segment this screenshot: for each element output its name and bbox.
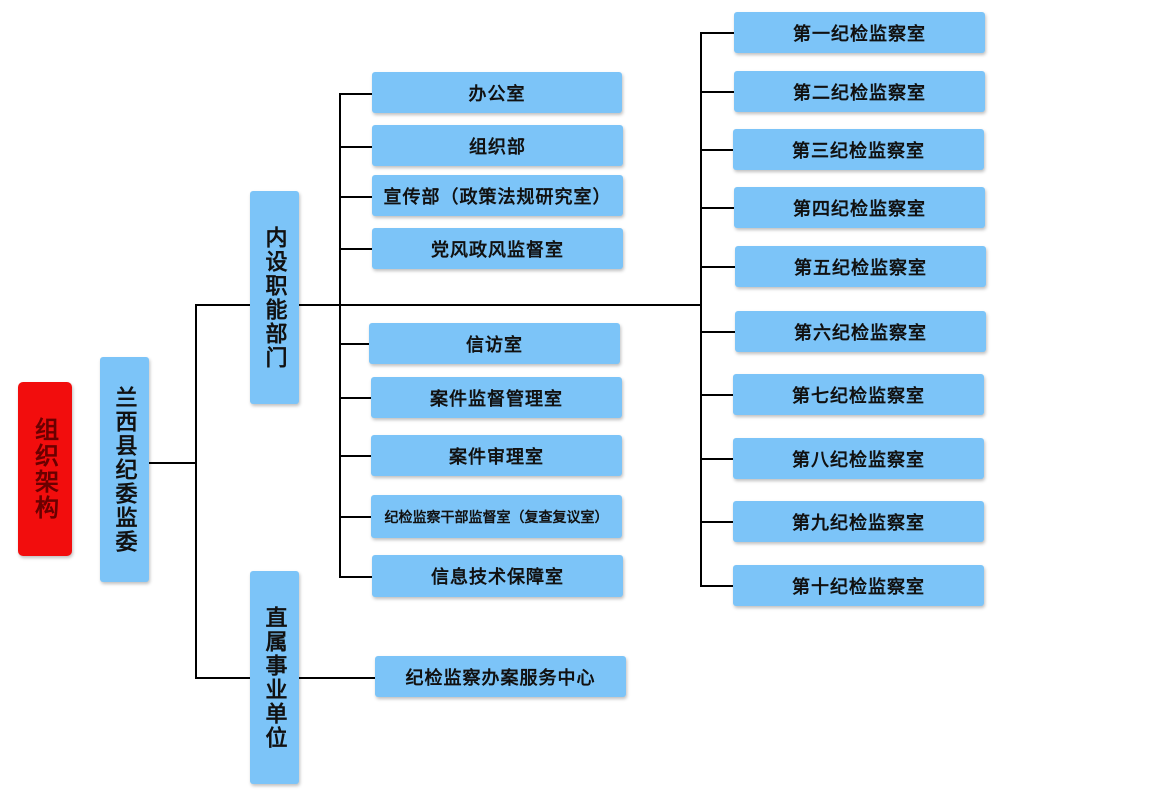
root-node: 组织架构 <box>18 382 72 556</box>
tick-department <box>339 146 372 148</box>
connector-inspection-vertical <box>700 32 702 587</box>
county-node: 兰西县纪委监委 <box>100 357 149 582</box>
tick-inspection-room <box>700 521 734 523</box>
inspection-room-6: 第六纪检监察室 <box>735 311 986 352</box>
tick-inspection-room <box>700 149 734 151</box>
inspection-room-4: 第四纪检监察室 <box>734 187 985 228</box>
department-cadre-supervision: 纪检监察干部监督室（复查复议室） <box>371 495 622 538</box>
tick-inspection-room <box>700 394 734 396</box>
inspection-room-8: 第八纪检监察室 <box>733 438 984 479</box>
department-organization: 组织部 <box>372 125 623 166</box>
department-petition: 信访室 <box>369 323 620 364</box>
unit-case-service-center: 纪检监察办案服务中心 <box>375 656 626 697</box>
tick-inspection-room <box>700 91 734 93</box>
connector-to-internal <box>195 304 250 306</box>
affiliated-units-node: 直属事业单位 <box>250 571 299 784</box>
tick-department <box>339 196 372 198</box>
department-publicity: 宣传部（政策法规研究室） <box>372 175 623 216</box>
tick-inspection-room <box>700 32 734 34</box>
department-conduct-supervision: 党风政风监督室 <box>372 228 623 269</box>
tick-department <box>339 248 372 250</box>
department-it-support: 信息技术保障室 <box>372 555 623 597</box>
tick-inspection-room <box>700 458 734 460</box>
tick-department <box>339 455 371 457</box>
tick-inspection-room <box>700 266 735 268</box>
connector-internal-trunk <box>298 304 701 306</box>
inspection-room-5: 第五纪检监察室 <box>735 246 986 287</box>
inspection-room-3: 第三纪检监察室 <box>733 129 984 170</box>
connector-departments-vertical <box>339 93 341 577</box>
internal-departments-node: 内设职能部门 <box>250 191 299 404</box>
connector-to-affiliated <box>195 677 250 679</box>
department-office: 办公室 <box>372 72 622 113</box>
inspection-room-1: 第一纪检监察室 <box>734 12 985 53</box>
tick-department <box>339 516 371 518</box>
inspection-room-10: 第十纪检监察室 <box>733 565 984 606</box>
tick-inspection-room <box>700 585 733 587</box>
tick-inspection-room <box>700 331 735 333</box>
tick-department <box>339 397 371 399</box>
department-case-management: 案件监督管理室 <box>371 377 622 418</box>
tick-department <box>339 343 369 345</box>
connector-to-service-center <box>298 677 375 679</box>
connector-county-to-branch <box>148 462 196 464</box>
tick-department <box>339 576 372 578</box>
inspection-room-2: 第二纪检监察室 <box>734 71 985 112</box>
tick-inspection-room <box>700 207 734 209</box>
tick-department <box>339 93 372 95</box>
inspection-room-9: 第九纪检监察室 <box>733 501 984 542</box>
department-case-review: 案件审理室 <box>371 435 622 476</box>
inspection-room-7: 第七纪检监察室 <box>733 374 984 415</box>
connector-branch-vertical <box>195 304 197 678</box>
